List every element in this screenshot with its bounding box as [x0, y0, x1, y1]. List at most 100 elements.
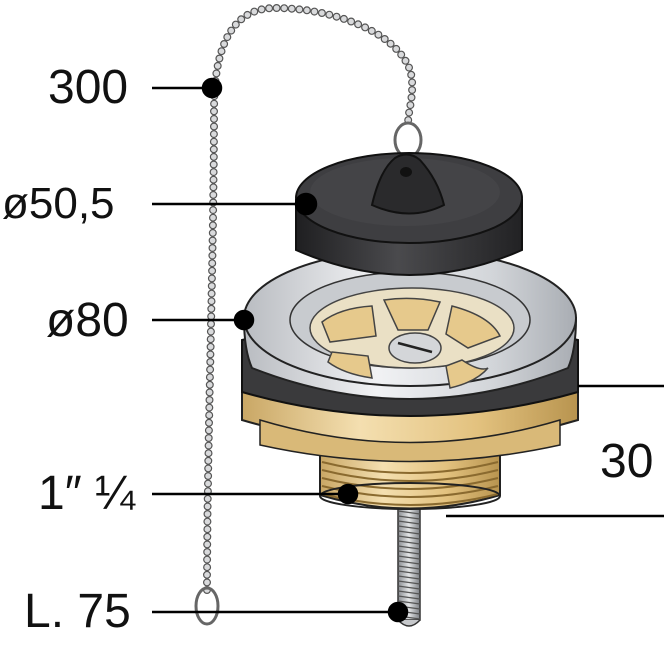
leader-dot-plug — [294, 192, 318, 216]
chain-bead — [206, 350, 215, 359]
chain-bead — [207, 289, 216, 298]
leader-dot-screw — [387, 601, 409, 623]
chain-bead — [392, 44, 401, 53]
body-thread — [321, 461, 499, 474]
screw-thread — [397, 545, 421, 550]
chain-bead — [204, 449, 213, 458]
screw-thread — [397, 535, 421, 540]
body-thread — [321, 469, 499, 482]
chain-bead — [204, 464, 213, 473]
chain-bead — [209, 190, 218, 199]
chain-bead — [206, 335, 215, 344]
chain-bead — [207, 282, 216, 291]
threaded-body — [319, 454, 501, 510]
label-plug-diameter: ø50,5 — [2, 179, 115, 228]
chain-bead — [272, 3, 281, 13]
chain-bead — [295, 5, 304, 14]
chain-bead — [207, 297, 216, 306]
chain-bead — [332, 12, 341, 21]
chain-bead — [237, 15, 246, 24]
chain-bead — [205, 396, 214, 405]
chain-bead — [209, 206, 218, 215]
chain-bead — [386, 39, 395, 48]
chain-bead — [405, 108, 414, 117]
chain-bead — [339, 14, 348, 23]
chain-bead — [210, 114, 219, 123]
chain-bead — [209, 168, 218, 177]
chain-bead — [380, 34, 389, 43]
chain-bead — [206, 358, 215, 367]
chain-bead — [215, 54, 224, 63]
chain-bead — [265, 4, 274, 13]
chain-bead — [408, 78, 417, 87]
chain-bead — [210, 107, 219, 116]
chain-bead — [204, 434, 213, 443]
label-screw-length: L. 75 — [24, 585, 131, 638]
chain-bead — [209, 213, 218, 222]
chain-bead — [217, 47, 226, 56]
chain-bead — [208, 251, 217, 260]
screw-thread — [397, 590, 421, 595]
chain-bead — [204, 472, 213, 481]
chain-bead — [205, 411, 214, 420]
rubber-plug — [295, 152, 523, 276]
chain-bead — [405, 63, 414, 72]
chain-bead — [204, 426, 213, 435]
label-chain-length: 300 — [48, 61, 129, 114]
screw-thread — [397, 595, 421, 600]
chain-bead — [203, 494, 212, 503]
body-thread — [321, 477, 499, 490]
chain-bead — [243, 10, 252, 19]
chain-bead — [407, 93, 416, 102]
chain-bead — [231, 20, 240, 29]
chain-bead — [317, 9, 326, 18]
chain-bead — [401, 56, 410, 65]
chain-bead — [209, 152, 218, 161]
chain-bead — [210, 122, 219, 131]
chain-bead — [209, 130, 218, 139]
chain-bead — [209, 137, 218, 146]
screw-thread — [397, 580, 421, 585]
chain-bead — [208, 259, 217, 268]
screw-thread — [397, 515, 421, 520]
chain-bead — [208, 266, 217, 275]
chain-bead — [208, 221, 217, 230]
screw-thread — [397, 525, 421, 530]
chain-bead — [280, 4, 289, 13]
chain-bead — [203, 525, 212, 534]
chain-bead — [208, 236, 217, 245]
chain-bead — [406, 101, 415, 110]
chain-bead — [203, 540, 212, 549]
chain-bead — [208, 244, 217, 253]
chain-bead — [203, 555, 212, 564]
chain-bead — [209, 183, 218, 192]
screw-thread — [397, 520, 421, 525]
chain-bead — [203, 570, 212, 579]
chain-bead — [203, 578, 212, 587]
chain-bead — [205, 388, 214, 397]
chain-bead — [209, 160, 218, 169]
screw-thread — [397, 510, 421, 515]
leader-lines — [152, 77, 664, 623]
strainer-grid — [321, 297, 502, 389]
chain-bead — [204, 441, 213, 450]
leader-dot-flange — [233, 309, 255, 331]
chain-end-ring — [194, 586, 220, 626]
screw-thread — [397, 585, 421, 590]
chain-bead — [310, 7, 319, 16]
chain-bead — [302, 6, 311, 15]
label-flange-diameter: ø80 — [46, 294, 129, 347]
chain-bead — [203, 532, 212, 541]
chain-bead — [205, 373, 214, 382]
screw-thread — [397, 560, 421, 565]
chain-bead — [347, 17, 356, 26]
chain-bead — [205, 380, 214, 389]
chain-bead — [208, 228, 217, 237]
chain-bead — [207, 304, 216, 313]
screw-thread — [397, 540, 421, 545]
chain-bead — [287, 4, 296, 13]
chain-bead — [354, 20, 363, 29]
chain-bead — [206, 327, 215, 336]
